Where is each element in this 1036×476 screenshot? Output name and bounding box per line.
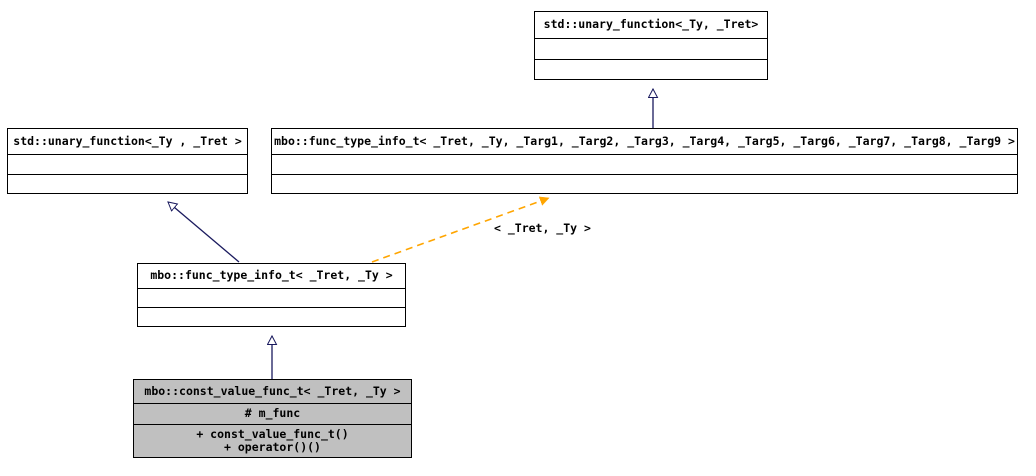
class-box-func-type-info-t-full[interactable]: mbo::func_type_info_t< _Tret, _Ty, _Targ… — [271, 128, 1018, 194]
class-box-std-unary-function-top[interactable]: std::unary_function<_Ty, _Tret> — [534, 11, 768, 80]
class-name-std-unary-function-left: std::unary_function<_Ty , _Tret > — [13, 133, 242, 148]
class-operations-std-unary-function-left — [8, 174, 247, 193]
class-box-func-type-info-t-2[interactable]: mbo::func_type_info_t< _Tret, _Ty > — [137, 263, 406, 327]
class-name-func-type-info-t-full: mbo::func_type_info_t< _Tret, _Ty, _Targ… — [274, 133, 1015, 148]
edge-inheritance-functypeinfo2-to-stdunaryleft — [168, 202, 240, 263]
class-attributes-std-unary-function-left — [8, 154, 247, 174]
class-attributes-func-type-info-t-full — [272, 154, 1017, 174]
class-operations-func-type-info-t-full — [272, 174, 1017, 193]
class-name-func-type-info-t-2: mbo::func_type_info_t< _Tret, _Ty > — [150, 268, 393, 283]
class-attributes-std-unary-function-top — [535, 38, 767, 59]
class-box-const-value-func-t[interactable]: mbo::const_value_func_t< _Tret, _Ty > # … — [133, 379, 412, 458]
operation-constructor: + const_value_func_t() — [196, 426, 349, 441]
class-operations-std-unary-function-top — [535, 59, 767, 79]
class-operations-const-value-func-t: + const_value_func_t() + operator()() — [134, 424, 411, 457]
class-name-const-value-func-t: mbo::const_value_func_t< _Tret, _Ty > — [144, 383, 401, 398]
class-attribute-m-func: # m_func — [134, 403, 411, 424]
template-binding-label: < _Tret, _Ty > — [494, 221, 591, 235]
edge-template-binding — [371, 198, 549, 263]
class-attributes-func-type-info-t-2 — [138, 288, 405, 307]
class-operations-func-type-info-t-2 — [138, 307, 405, 326]
class-name-std-unary-function-top: std::unary_function<_Ty, _Tret> — [543, 17, 759, 32]
class-box-std-unary-function-left[interactable]: std::unary_function<_Ty , _Tret > — [7, 128, 248, 194]
operation-call-operator: + operator()() — [224, 440, 321, 454]
